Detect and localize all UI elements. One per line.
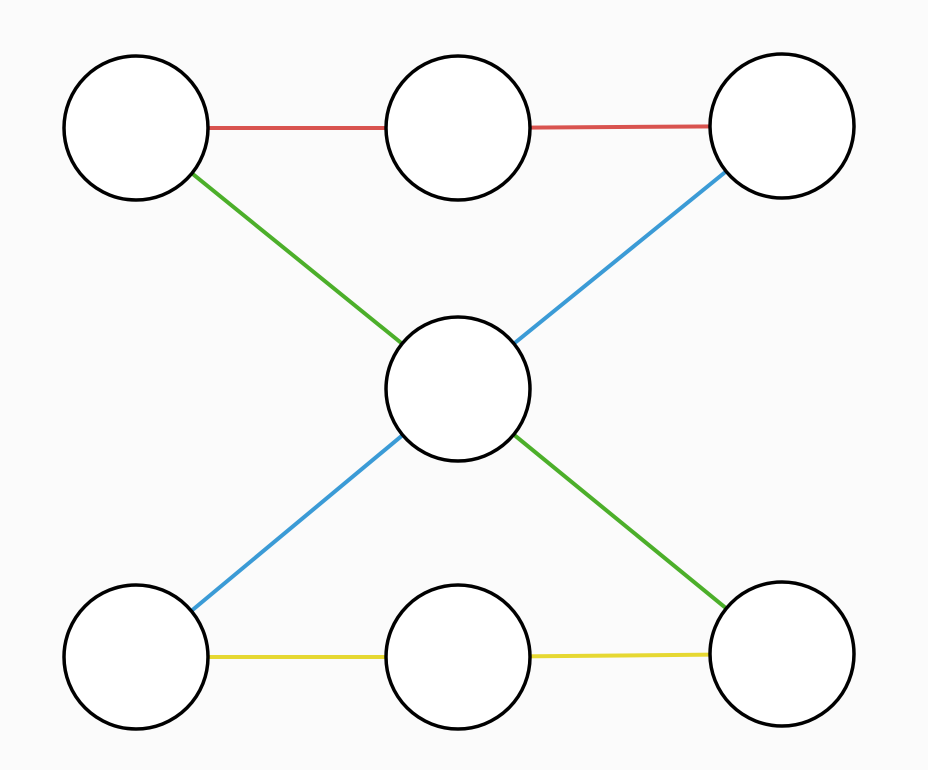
node-top-right	[708, 52, 856, 200]
node-bottom-left	[62, 583, 210, 731]
node-top-left	[62, 54, 210, 202]
node-bottom-right	[708, 580, 856, 728]
node-top-middle	[384, 54, 532, 202]
nodes-layer	[62, 52, 856, 731]
node-bottom-middle	[384, 583, 532, 731]
node-center	[384, 315, 532, 463]
